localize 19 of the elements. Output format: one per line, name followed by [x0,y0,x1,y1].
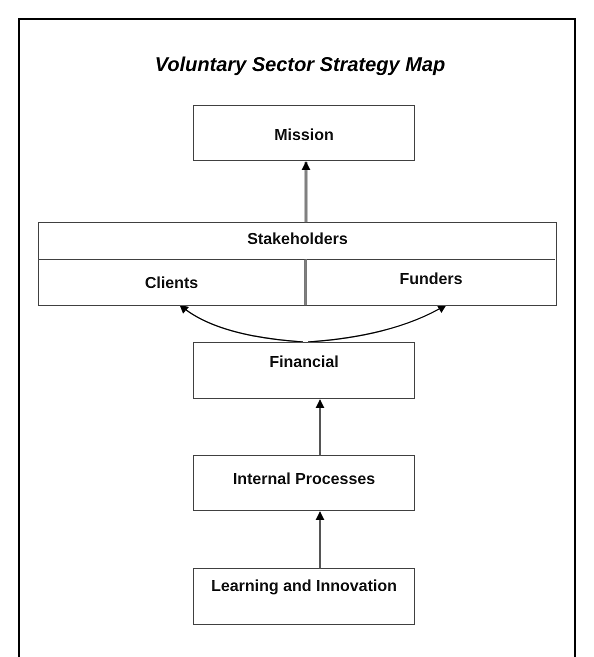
table-cell [39,259,307,305]
box-label: Stakeholders [247,230,348,250]
arrow [308,304,447,343]
process-box [38,222,557,306]
box-label: Mission [274,126,334,146]
box-label: Funders [399,270,463,290]
process-box [193,342,415,399]
box-label: Financial [269,353,339,373]
arrow [302,161,310,222]
arrow [179,304,304,343]
arrow [316,399,324,455]
arrow [316,511,324,568]
process-box [193,105,415,161]
box-label: Learning and Innovation [211,577,397,597]
diagram-title: Voluntary Sector Strategy Map [154,54,446,76]
box-label: Internal Processes [232,470,376,490]
process-box [193,455,415,511]
process-box [193,568,415,625]
box-label: Clients [144,274,198,294]
